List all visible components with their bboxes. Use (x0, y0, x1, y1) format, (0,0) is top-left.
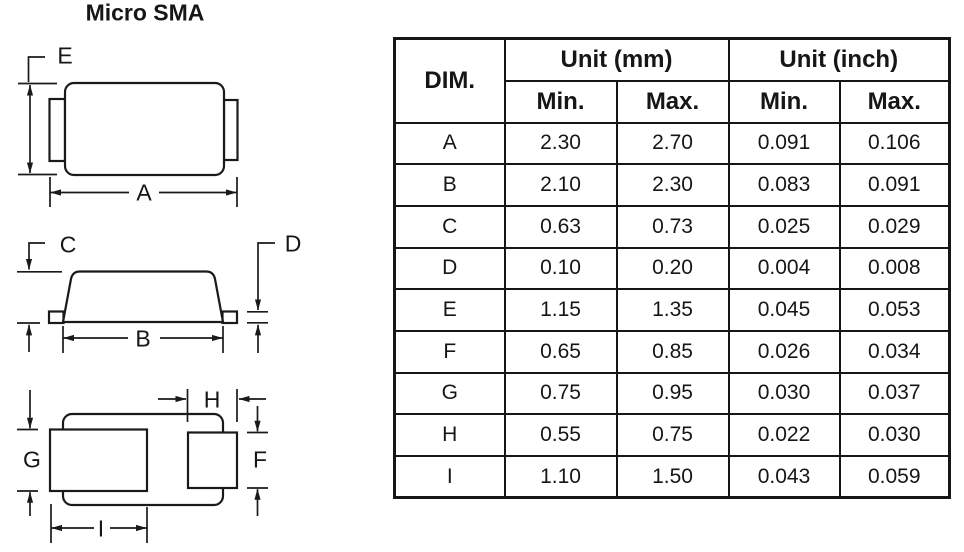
cell-inch-min: 0.026 (727, 329, 841, 374)
page-title: Micro SMA (85, 0, 205, 26)
cell-dim: C (393, 204, 506, 249)
cell-dim: A (393, 121, 506, 166)
cell-inch-max: 0.053 (838, 288, 951, 332)
table-row: C 0.63 0.73 0.025 0.029 (393, 204, 951, 249)
dim-label-e: E (57, 42, 73, 69)
cell-mm-max: 2.70 (615, 121, 730, 166)
col-header-inch-min: Min. (727, 79, 841, 124)
cell-mm-min: 2.10 (503, 163, 618, 207)
bottom-view (17, 389, 268, 543)
cell-dim: B (393, 163, 506, 207)
side-view-right-lead (221, 310, 239, 325)
bottom-view-right-pad (186, 431, 239, 490)
dim-h-lines (158, 389, 266, 422)
cell-inch-max: 0.008 (838, 246, 951, 291)
dim-g-lines (17, 390, 38, 516)
cell-mm-max: 0.85 (615, 329, 730, 374)
cell-mm-max: 1.35 (615, 288, 730, 332)
cell-dim: E (393, 288, 506, 332)
cell-inch-max: 0.034 (838, 329, 951, 374)
dim-e-lines (18, 56, 57, 176)
cell-inch-max: 0.029 (838, 204, 951, 249)
dim-a-lines (49, 177, 238, 207)
side-view-left-lead (47, 310, 65, 325)
side-view-package-body (61, 270, 225, 324)
dim-label-i: I (97, 515, 105, 542)
cell-mm-min: 1.15 (503, 288, 618, 332)
table-row: H 0.55 0.75 0.022 0.030 (393, 413, 951, 457)
col-header-mm-min: Min. (503, 79, 618, 124)
dim-label-b: B (135, 325, 151, 352)
cell-mm-max: 1.50 (615, 455, 730, 499)
cell-mm-min: 0.63 (503, 204, 618, 249)
top-view-right-terminal (222, 98, 239, 162)
dim-b-lines (62, 326, 224, 353)
top-view (18, 56, 239, 207)
bottom-view-left-pad (48, 428, 149, 493)
cell-mm-min: 0.65 (503, 329, 618, 374)
top-view-package-body (63, 81, 226, 177)
cell-dim: H (393, 413, 506, 457)
cell-inch-min: 0.045 (727, 288, 841, 332)
side-view (17, 242, 275, 353)
cell-mm-min: 0.75 (503, 371, 618, 416)
table-row: F 0.65 0.85 0.026 0.034 (393, 329, 951, 374)
col-header-unit-inch: Unit (inch) (727, 37, 951, 82)
col-header-unit-mm: Unit (mm) (503, 37, 730, 82)
cell-mm-max: 0.75 (615, 413, 730, 457)
col-header-mm-max: Max. (615, 79, 730, 124)
dim-label-h: H (203, 386, 221, 413)
cell-inch-min: 0.030 (727, 371, 841, 416)
table-row: B 2.10 2.30 0.083 0.091 (393, 163, 951, 207)
cell-inch-max: 0.030 (838, 413, 951, 457)
top-view-left-terminal (48, 97, 67, 163)
dimensions-table-container: DIM. Unit (mm) Unit (inch) Min. Max. Min… (393, 37, 951, 500)
dimensions-table: DIM. Unit (mm) Unit (inch) Min. Max. Min… (393, 37, 951, 500)
cell-mm-min: 1.10 (503, 455, 618, 499)
cell-inch-max: 0.106 (838, 121, 951, 166)
cell-inch-max: 0.059 (838, 455, 951, 499)
table-row: D 0.10 0.20 0.004 0.008 (393, 246, 951, 291)
dim-c-lines (17, 242, 62, 352)
cell-dim: F (393, 329, 506, 374)
dim-label-a: A (136, 179, 152, 206)
dim-i-lines (50, 504, 148, 543)
cell-inch-min: 0.022 (727, 413, 841, 457)
dim-label-g: G (23, 446, 41, 473)
cell-mm-max: 2.30 (615, 163, 730, 207)
cell-mm-max: 0.20 (615, 246, 730, 291)
col-header-inch-max: Max. (838, 79, 951, 124)
cell-mm-max: 0.73 (615, 204, 730, 249)
dim-label-f: F (252, 446, 268, 473)
package-drawing (17, 56, 275, 543)
dim-d-lines (247, 242, 275, 353)
cell-mm-max: 0.95 (615, 371, 730, 416)
table-row: G 0.75 0.95 0.030 0.037 (393, 371, 951, 416)
cell-inch-min: 0.091 (727, 121, 841, 166)
cell-inch-max: 0.037 (838, 371, 951, 416)
dim-f-lines (247, 406, 268, 516)
cell-inch-min: 0.025 (727, 204, 841, 249)
dim-label-d: D (284, 230, 302, 257)
cell-inch-min: 0.004 (727, 246, 841, 291)
dim-label-c: C (59, 231, 77, 258)
cell-dim: D (393, 246, 506, 291)
cell-inch-min: 0.083 (727, 163, 841, 207)
table-row: E 1.15 1.35 0.045 0.053 (393, 288, 951, 332)
table-row: A 2.30 2.70 0.091 0.106 (393, 121, 951, 166)
table-row: I 1.10 1.50 0.043 0.059 (393, 455, 951, 499)
cell-mm-min: 2.30 (503, 121, 618, 166)
cell-dim: I (393, 455, 506, 499)
cell-mm-min: 0.55 (503, 413, 618, 457)
cell-inch-max: 0.091 (838, 163, 951, 207)
cell-dim: G (393, 371, 506, 416)
cell-mm-min: 0.10 (503, 246, 618, 291)
col-header-dim: DIM. (393, 37, 506, 124)
cell-inch-min: 0.043 (727, 455, 841, 499)
